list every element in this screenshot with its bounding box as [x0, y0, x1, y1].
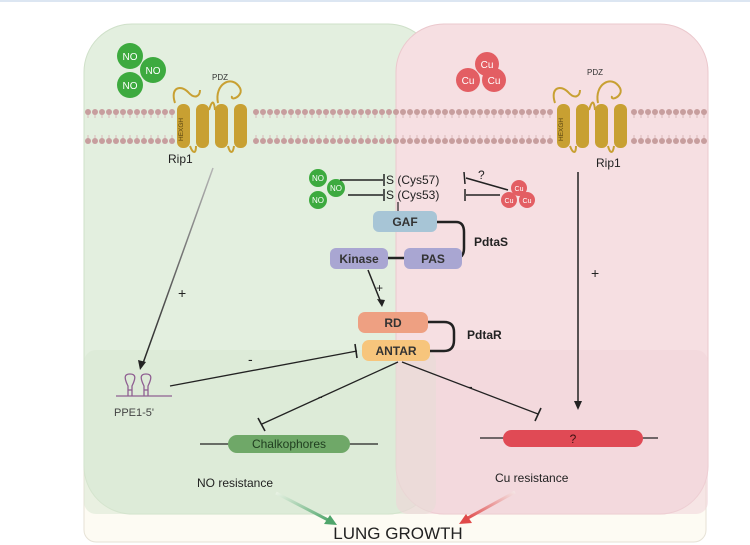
left-hexgh-label: HEXGH [178, 118, 185, 141]
ppe-inhibits-antar [169, 350, 358, 387]
pdtar-linker [427, 320, 456, 353]
chalkophores-label: Chalkophores [252, 437, 326, 451]
pdtar-label: PdtaR [467, 328, 502, 342]
cu-gene-label: ? [570, 432, 577, 446]
rd-domain [358, 312, 428, 333]
cu-resistance-gene [503, 430, 643, 447]
cu-label-3: Cu [488, 76, 501, 87]
cu-inhibit-sign: - [468, 378, 473, 394]
ppe-label: PPE1-5' [114, 407, 154, 419]
gaf-label: GAF [392, 215, 417, 229]
unknown-cys-link: ? [478, 168, 485, 182]
cell-membrane [85, 109, 707, 144]
ppe-inhibit-bar [354, 343, 358, 359]
antar-inhibits-chalk [261, 361, 399, 425]
no-label-3: NO [123, 81, 138, 92]
kinase-to-rd-arrow [367, 269, 383, 306]
no-to-lung-arrowhead [324, 515, 337, 525]
small-cu-2: Cu [505, 198, 514, 205]
small-no-cluster: NO NO NO [309, 169, 345, 209]
cu-label-2: Cu [462, 76, 475, 87]
ppe-rna-hairpins [116, 373, 172, 397]
rd-label: RD [384, 316, 402, 330]
left-pathway-sign: + [178, 285, 186, 301]
top-border [0, 0, 750, 2]
chalk-inhibit-sign: - [318, 388, 323, 404]
small-no-1: NO [312, 174, 324, 183]
left-rip1-label: Rip1 [168, 152, 193, 166]
right-pathway-sign: + [591, 265, 599, 281]
cu-to-lung-arrow [465, 490, 516, 521]
gaf-domain [373, 211, 437, 232]
pas-domain [404, 248, 462, 269]
kinase-domain [330, 248, 388, 269]
no-label-1: NO [123, 52, 138, 63]
antar-domain [362, 340, 430, 361]
small-no-3: NO [312, 196, 324, 205]
left-rip1-receptor: HEXGH PDZ Rip1 [168, 73, 247, 166]
no-resistance-label: NO resistance [197, 476, 273, 490]
right-arrowhead [574, 401, 582, 410]
cu-molecule-cluster: Cu Cu Cu [456, 52, 506, 92]
left-arrowhead [138, 360, 146, 370]
pdtas-label: PdtaS [474, 235, 508, 249]
no-molecule-cluster: NO NO NO [117, 43, 166, 98]
kinase-to-rd-sign: + [376, 281, 383, 295]
antar-inhibits-cu-gene [401, 361, 539, 415]
right-rip1-label: Rip1 [596, 156, 621, 170]
cu-resistance-label: Cu resistance [495, 471, 569, 485]
small-cu-3: Cu [523, 198, 532, 205]
small-cu-cluster: Cu Cu Cu [501, 180, 535, 208]
ppe-inhibit-sign: - [248, 351, 253, 367]
left-pdz-label: PDZ [212, 73, 228, 82]
right-hexgh-label: HEXGH [558, 118, 565, 141]
cu-label-1: Cu [481, 60, 494, 71]
cu-inhibit-bar [534, 407, 542, 422]
cys57-label: S (Cys57) [386, 173, 439, 187]
chalk-inhibit-bar [257, 417, 266, 432]
pas-label: PAS [421, 252, 445, 266]
small-no-2: NO [330, 184, 342, 193]
right-rip1-receptor: HEXGH PDZ Rip1 [552, 68, 627, 170]
cysteine-inhibition-lines [340, 171, 509, 201]
antar-label: ANTAR [375, 344, 416, 358]
left-lower-region [84, 350, 436, 514]
kinase-label: Kinase [339, 252, 379, 266]
no-to-lung-arrow [275, 491, 331, 523]
small-cu-1: Cu [515, 186, 524, 193]
lung-growth-title: LUNG GROWTH [333, 524, 462, 543]
left-rip1-to-ppe-arrow [141, 167, 214, 367]
cu-to-lung-arrowhead [459, 514, 472, 524]
kinase-to-rd-arrowhead [377, 299, 385, 307]
right-pdz-label: PDZ [587, 68, 603, 77]
cys53-label: S (Cys53) [386, 188, 439, 202]
no-label-2: NO [146, 66, 161, 77]
chalkophores-gene [228, 435, 350, 453]
